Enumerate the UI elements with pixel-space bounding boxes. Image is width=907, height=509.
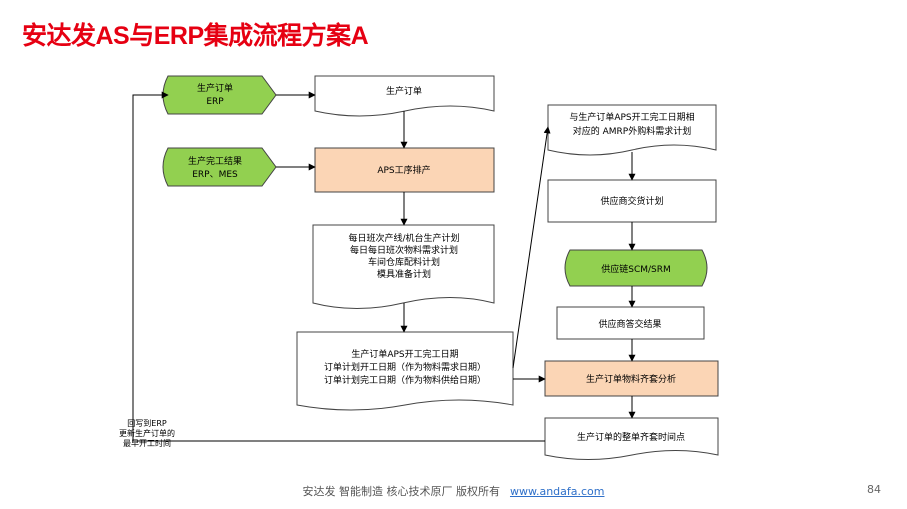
amrp-plan-label: 与生产订单APS开工完工日期相对应的 AMRP外购料需求计划	[569, 111, 694, 137]
supply-chain-label-line: 供应链SCM/SRM	[601, 263, 671, 275]
daily-plan-label-line: 每日每日班次物料需求计划	[350, 244, 458, 256]
aps-schedule-label-line: APS工序排产	[377, 164, 430, 176]
kitting-time-shape	[544, 417, 719, 460]
supply-chain-label: 供应链SCM/SRM	[601, 263, 671, 275]
completion-result-label: 生产完工结果 ERP、MES	[188, 155, 242, 180]
page-number: 84	[867, 483, 881, 496]
footer: 安达发 智能制造 核心技术原厂 版权所有 www.andafa.com	[0, 483, 907, 499]
writeback-label-line: 回写到ERP	[127, 419, 167, 428]
footer-text: 安达发 智能制造 核心技术原厂 版权所有	[302, 485, 500, 498]
page-title: 安达发AS与ERP集成流程方案A	[22, 22, 369, 50]
order-dates-shape	[296, 331, 514, 411]
erp-order-shape	[162, 75, 277, 115]
writeback-label-line: 更新生产订单的	[119, 428, 175, 438]
footer-link[interactable]: www.andafa.com	[509, 485, 605, 498]
supply-chain-shape	[564, 249, 708, 287]
supplier-reply-label-line: 供应商答交结果	[598, 318, 661, 330]
amrp-plan-label-line: 与生产订单APS开工完工日期相	[569, 111, 694, 123]
order-dates-label-line: 订单计划完工日期（作为物料供给日期）	[324, 374, 486, 386]
kitting-analysis-label: 生产订单物料齐套分析	[586, 373, 676, 385]
writeback-label-line: 最早开工时间	[123, 438, 171, 448]
completion-result-label-line: 生产完工结果	[188, 155, 242, 167]
erp-order-label: 生产订单 ERP	[197, 82, 233, 107]
order-doc-label-line: 生产订单	[386, 85, 422, 97]
kitting-time-label-line: 生产订单的整单齐套时间点	[577, 431, 685, 443]
amrp-plan-shape	[547, 104, 717, 156]
supplier-delivery-plan-label: 供应商交货计划	[600, 195, 663, 207]
order-doc-label: 生产订单	[386, 85, 422, 97]
feedback-line	[132, 91, 545, 442]
kitting-analysis-label-line: 生产订单物料齐套分析	[586, 373, 676, 385]
daily-plan-label-line: 模具准备计划	[377, 268, 431, 280]
aps-schedule-label: APS工序排产	[377, 164, 430, 176]
daily-plan-shape	[312, 224, 495, 309]
completion-result-shape	[162, 147, 277, 187]
daily-plan-label-line: 每日班次产线/机台生产计划	[348, 232, 459, 244]
order-dates-label: 生产订单APS开工完工日期订单计划开工日期（作为物料需求日期）订单计划完工日期（…	[324, 348, 486, 386]
supplier-reply-label: 供应商答交结果	[598, 318, 661, 330]
daily-plan-label: 每日班次产线/机台生产计划每日每日班次物料需求计划车间仓库配料计划模具准备计划	[348, 232, 459, 280]
order-dates-label-line: 生产订单APS开工完工日期	[351, 348, 458, 360]
arrow-dates-to-amrp	[512, 126, 551, 369]
amrp-plan-label-line: 对应的 AMRP外购料需求计划	[573, 125, 691, 137]
aps-schedule-shape	[314, 147, 495, 193]
supplier-delivery-plan-label-line: 供应商交货计划	[600, 195, 663, 207]
kitting-time-label: 生产订单的整单齐套时间点	[577, 431, 685, 443]
erp-order-label-line: 生产订单	[197, 82, 233, 94]
order-doc-shape	[314, 75, 495, 117]
erp-order-label-line: ERP	[206, 97, 224, 107]
completion-result-label-line: ERP、MES	[192, 170, 238, 180]
order-dates-label-line: 订单计划开工日期（作为物料需求日期）	[324, 361, 486, 373]
daily-plan-label-line: 车间仓库配料计划	[368, 256, 440, 268]
